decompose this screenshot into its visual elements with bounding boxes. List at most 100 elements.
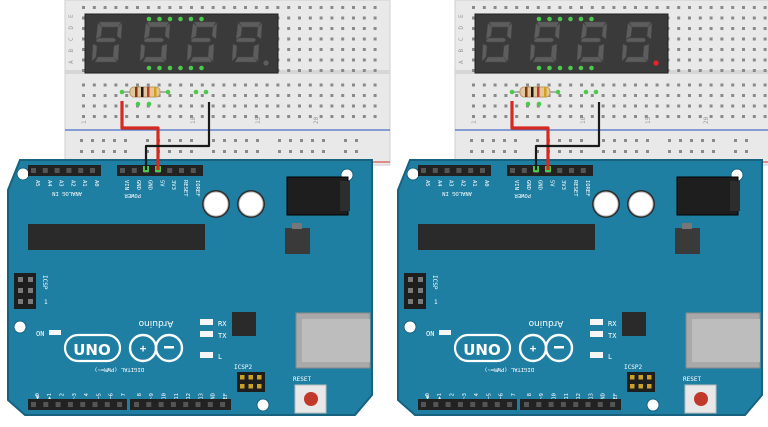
- breadboard-hole: [319, 16, 323, 20]
- breadboard-hole: [179, 6, 183, 9]
- icsp2-pin: [630, 375, 635, 380]
- breadboard-hole: [472, 6, 475, 9]
- rail-hole: [289, 150, 292, 153]
- rail-hole: [635, 150, 638, 153]
- breadboard-hole: [482, 83, 486, 87]
- mounting-hole: [646, 398, 660, 412]
- digital-pin-label: 13: [198, 393, 204, 400]
- display-pin: [536, 16, 542, 22]
- rail-hole: [311, 150, 314, 153]
- rail-hole: [256, 150, 259, 153]
- rail-hole: [481, 139, 484, 142]
- breadboard-hole: [677, 48, 681, 51]
- breadboard-hole: [655, 115, 659, 118]
- rail-hole: [102, 139, 105, 142]
- breadboard-hole: [298, 16, 301, 20]
- breadboard-hole: [265, 83, 269, 87]
- header-socket: [117, 402, 123, 407]
- icsp2-pin: [240, 375, 245, 380]
- power-pin-label: 5V: [548, 180, 554, 187]
- digital-label: DIGITAL (PWM=~): [484, 366, 534, 372]
- rail-hole: [322, 150, 325, 153]
- breadboard-hole: [362, 16, 366, 20]
- breadboard-hole: [319, 104, 323, 108]
- segment: [624, 56, 648, 63]
- breadboard-hole: [341, 6, 345, 9]
- status-led: [590, 319, 603, 325]
- breadboard-hole: [612, 6, 616, 9]
- resistor-band: [544, 87, 547, 97]
- breadboard-hole: [731, 104, 735, 108]
- breadboard-hole: [731, 69, 735, 72]
- rail-hole: [311, 139, 314, 142]
- digital-pin-label: 12: [186, 393, 192, 400]
- breadboard-hole: [547, 6, 551, 9]
- header-socket: [507, 402, 513, 407]
- breadboard-hole: [265, 104, 269, 108]
- minus-sign: [554, 346, 564, 349]
- breadboard-hole: [82, 6, 85, 9]
- icsp-label: ICSP: [41, 275, 48, 290]
- display-pin: [157, 65, 162, 71]
- breadboard-hole: [752, 16, 756, 20]
- breadboard-col-label: 15: [255, 116, 262, 124]
- breadboard-hole: [763, 115, 767, 118]
- breadboard-hole: [590, 104, 594, 108]
- segment: [190, 22, 198, 40]
- breadboard-hole: [190, 94, 193, 97]
- breadboard-hole: [341, 48, 345, 51]
- rail-hole: [124, 150, 127, 153]
- icsp2-pin: [257, 384, 262, 389]
- breadboard-hole: [634, 104, 637, 108]
- on-label: ON: [426, 330, 434, 338]
- rail-hole: [289, 139, 292, 142]
- breadboard-hole: [709, 16, 713, 20]
- breadboard-hole: [82, 104, 85, 108]
- breadboard-hole: [752, 48, 756, 51]
- breadboard-hole: [373, 6, 377, 9]
- breadboard-hole: [634, 83, 637, 87]
- display-digit: [621, 21, 653, 63]
- display-pin: [188, 65, 194, 71]
- breadboard-hole: [114, 94, 118, 97]
- breadboard-hole: [763, 37, 767, 41]
- segment: [139, 43, 146, 62]
- header-socket: [445, 402, 451, 407]
- resistor-band: [135, 87, 138, 97]
- breadboard-hole: [330, 37, 334, 41]
- bb-highlight: [135, 101, 141, 107]
- breadboard-hole: [752, 58, 756, 62]
- breadboard-hole: [752, 69, 756, 72]
- breadboard-hole: [731, 83, 735, 87]
- wire-red: [120, 101, 160, 170]
- breadboard-hole: [287, 58, 291, 62]
- uno-model: UNO: [73, 341, 111, 359]
- digital-pin-label: 4: [474, 392, 480, 396]
- header-socket: [580, 168, 586, 173]
- breadboard-hole: [308, 27, 312, 30]
- display-pin: [167, 16, 173, 22]
- breadboard-hole: [179, 83, 183, 87]
- rail-hole: [646, 139, 649, 142]
- breadboard-hole: [688, 115, 691, 118]
- header-socket: [573, 402, 579, 407]
- breadboard-hole: [677, 6, 681, 9]
- rail-hole: [344, 150, 347, 153]
- resistor-band: [154, 87, 157, 97]
- breadboard-hole: [298, 6, 301, 9]
- breadboard-hole: [179, 94, 183, 97]
- header-socket: [55, 402, 61, 407]
- uno-logo: UNO+Arduino: [63, 318, 184, 363]
- wire-black: [534, 102, 601, 170]
- breadboard-hole: [298, 83, 301, 87]
- breadboard-hole: [82, 115, 85, 118]
- l-label: L: [608, 353, 612, 361]
- segment: [231, 43, 238, 62]
- breadboard-hole: [211, 115, 215, 118]
- power-header-label: POWER: [514, 192, 531, 198]
- display-pin: [146, 16, 152, 22]
- breadboard-hole: [308, 94, 312, 97]
- breadboard-hole: [709, 58, 713, 62]
- breadboard-hole: [472, 58, 475, 62]
